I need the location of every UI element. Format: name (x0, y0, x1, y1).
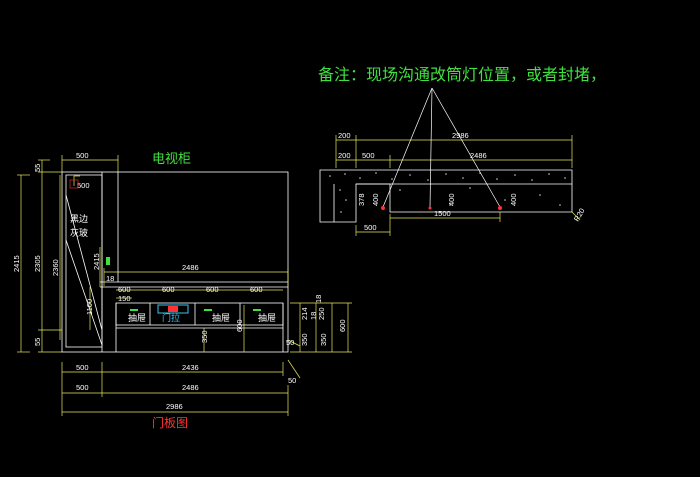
dim-label: 400 (509, 193, 518, 206)
dim-label: 250 (317, 307, 326, 320)
dim-label: 2360 (51, 259, 60, 276)
marker (106, 257, 110, 265)
section-bottom-dims (355, 211, 581, 236)
dim-label: 500 (364, 223, 377, 232)
side-label-1: 黑边 (70, 214, 88, 225)
dim-label: 200 (338, 151, 351, 160)
left-dims (17, 159, 101, 353)
section-body (319, 169, 573, 223)
dim-label: 2486 (182, 383, 199, 392)
dim-label: 600 (338, 319, 347, 332)
dim-label: 214 (300, 307, 309, 320)
dim-label: 400 (447, 193, 456, 206)
drawer-label: 抽屉 (258, 312, 276, 324)
dim-label: 378 (357, 193, 366, 206)
dim-label: 2986 (452, 131, 469, 140)
dim-label: 1500 (434, 209, 451, 218)
dim-label: 500 (362, 151, 375, 160)
lower-dims (203, 302, 352, 379)
dim-label: 55 (33, 164, 42, 172)
dim-label: 150 (118, 294, 131, 303)
marker (69, 179, 79, 189)
dim-label: 500 (76, 363, 89, 372)
dim-label: R20 (572, 207, 587, 223)
bottom-dims (61, 362, 289, 416)
note-text: 备注：现场沟通改筒灯位置，或者封堵， (318, 65, 606, 84)
dim-label: 600 (206, 285, 219, 294)
drawer-label: 抽屉 (212, 312, 230, 324)
dim-label: 18 (106, 274, 114, 283)
dim-label: 50 (288, 376, 296, 385)
dim-label: 350 (200, 330, 209, 343)
door-panel-title: 门板图 (152, 415, 188, 430)
cabinet-outline (61, 171, 289, 353)
dim-vertical (73, 175, 80, 186)
side-label-2: 灰玻 (70, 227, 88, 239)
downlight-markers (381, 206, 502, 210)
dim-2486 (103, 268, 289, 299)
dim-label: 500 (76, 151, 89, 160)
center-drawer-label: 门拉 (162, 312, 180, 324)
dim-label: 18 (309, 312, 318, 320)
dim-label: 400 (371, 193, 380, 206)
dim-label: 350 (300, 333, 309, 346)
dim-label: 600 (250, 285, 263, 294)
dim-label: 500 (76, 383, 89, 392)
section-top-dims (335, 135, 573, 168)
dim-label: 600 (235, 319, 244, 332)
dim-label: 2415 (92, 253, 101, 270)
drawer-label: 抽屉 (128, 312, 146, 324)
dim-label: 350 (319, 333, 328, 346)
drawer-row (130, 303, 261, 325)
dim-label: 55 (33, 338, 42, 346)
dim-label: 2986 (166, 402, 183, 411)
dim-label: 2486 (182, 263, 199, 272)
dim-label: 50 (286, 338, 294, 347)
dim-label: 2305 (33, 255, 42, 272)
dim-label: 2415 (12, 255, 21, 272)
tv-cabinet-title: 电视柜 (152, 152, 191, 167)
dim-label: 1100 (85, 299, 94, 315)
dim-label: 2436 (182, 363, 199, 372)
dim-label: 2486 (470, 151, 487, 160)
dim-label: 600 (162, 285, 175, 294)
dim-label: 18 (314, 295, 323, 303)
dim-label: 500 (77, 181, 90, 190)
note-leaders (382, 87, 501, 208)
dim-label: 200 (338, 131, 351, 140)
dim-top-500 (61, 155, 119, 172)
dim-label: 600 (118, 285, 131, 294)
